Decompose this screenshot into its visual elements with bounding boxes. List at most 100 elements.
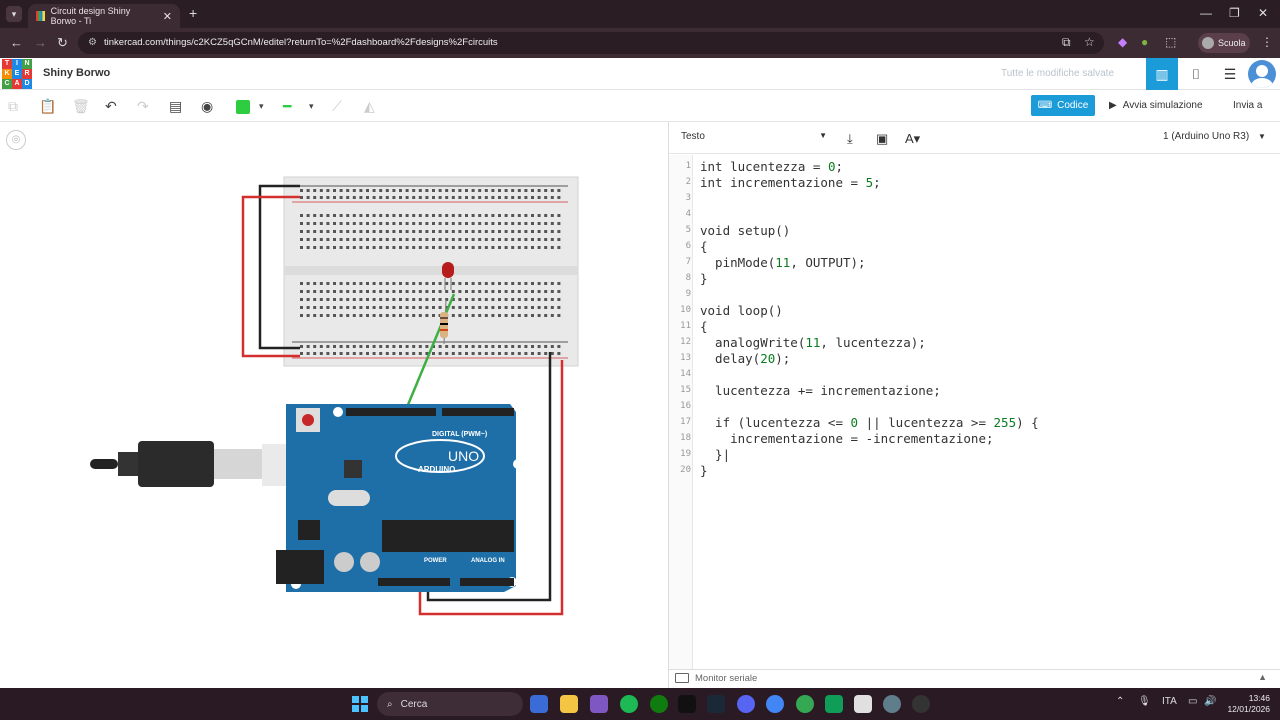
breadboard-hole[interactable] — [392, 352, 396, 355]
breadboard-hole[interactable] — [319, 298, 323, 301]
paint-icon[interactable] — [854, 695, 872, 713]
breadboard-hole[interactable] — [319, 345, 323, 348]
wire-type-caret-icon[interactable]: ▾ — [309, 101, 314, 111]
breadboard-hole[interactable] — [372, 306, 376, 309]
circuit-view-icon[interactable]: ▥ — [1146, 58, 1178, 90]
breadboard-hole[interactable] — [544, 230, 548, 233]
breadboard-hole[interactable] — [451, 238, 455, 241]
breadboard-hole[interactable] — [366, 290, 369, 293]
breadboard-hole[interactable] — [366, 214, 369, 217]
breadboard-hole[interactable] — [352, 230, 356, 233]
breadboard-hole[interactable] — [385, 189, 389, 192]
breadboard-hole[interactable] — [557, 246, 561, 249]
breadboard-hole[interactable] — [531, 352, 534, 355]
breadboard-hole[interactable] — [511, 214, 515, 217]
breadboard-hole[interactable] — [418, 246, 422, 249]
breadboard-hole[interactable] — [425, 230, 429, 233]
breadboard-hole[interactable] — [550, 290, 554, 293]
code-button[interactable]: ⌨ Codice — [1031, 95, 1095, 116]
breadboard-hole[interactable] — [524, 222, 528, 225]
breadboard-hole[interactable] — [392, 214, 396, 217]
breadboard-hole[interactable] — [418, 282, 422, 285]
breadboard-hole[interactable] — [405, 314, 409, 317]
breadboard-hole[interactable] — [511, 345, 515, 348]
breadboard-hole[interactable] — [366, 345, 369, 348]
breadboard-hole[interactable] — [306, 306, 310, 309]
breadboard-hole[interactable] — [379, 306, 383, 309]
breadboard-hole[interactable] — [531, 282, 534, 285]
breadboard-hole[interactable] — [438, 189, 442, 192]
breadboard-hole[interactable] — [478, 246, 482, 249]
breadboard-hole[interactable] — [333, 189, 336, 192]
breadboard-hole[interactable] — [339, 214, 343, 217]
breadboard-hole[interactable] — [306, 189, 310, 192]
breadboard-hole[interactable] — [544, 298, 548, 301]
breadboard-hole[interactable] — [399, 314, 402, 317]
breadboard-hole[interactable] — [359, 189, 363, 192]
breadboard-hole[interactable] — [451, 230, 455, 233]
breadboard-hole[interactable] — [313, 189, 317, 192]
breadboard-hole[interactable] — [484, 290, 488, 293]
breadboard-hole[interactable] — [418, 230, 422, 233]
breadboard-hole[interactable] — [405, 222, 409, 225]
breadboard-hole[interactable] — [399, 238, 402, 241]
breadboard-hole[interactable] — [352, 290, 356, 293]
breadboard-hole[interactable] — [471, 222, 475, 225]
breadboard-hole[interactable] — [319, 189, 323, 192]
breadboard-hole[interactable] — [458, 189, 462, 192]
breadboard-hole[interactable] — [405, 352, 409, 355]
breadboard-hole[interactable] — [557, 314, 561, 317]
breadboard-hole[interactable] — [418, 238, 422, 241]
breadboard-hole[interactable] — [392, 222, 396, 225]
breadboard-hole[interactable] — [504, 282, 508, 285]
breadboard-hole[interactable] — [478, 314, 482, 317]
steam-icon[interactable] — [707, 695, 725, 713]
red-wire-rail[interactable] — [241, 195, 300, 358]
breadboard-hole[interactable] — [372, 290, 376, 293]
breadboard-hole[interactable] — [471, 306, 475, 309]
breadboard-hole[interactable] — [300, 246, 303, 249]
breadboard-hole[interactable] — [313, 282, 317, 285]
bookmark-star-icon[interactable]: ☆ — [1084, 35, 1095, 49]
breadboard-hole[interactable] — [346, 298, 350, 301]
breadboard-hole[interactable] — [326, 345, 330, 348]
breadboard-hole[interactable] — [366, 222, 369, 225]
breadboard-hole[interactable] — [544, 352, 548, 355]
copy-icon[interactable]: ⧉ — [8, 98, 18, 114]
breadboard-hole[interactable] — [319, 314, 323, 317]
breadboard-hole[interactable] — [392, 314, 396, 317]
breadboard-hole[interactable] — [372, 189, 376, 192]
breadboard-hole[interactable] — [412, 230, 416, 233]
breadboard-hole[interactable] — [557, 189, 561, 192]
breadboard-hole[interactable] — [491, 314, 495, 317]
breadboard-hole[interactable] — [451, 298, 455, 301]
breadboard-hole[interactable] — [366, 306, 369, 309]
breadboard-hole[interactable] — [412, 306, 416, 309]
breadboard-hole[interactable] — [385, 352, 389, 355]
breadboard-hole[interactable] — [425, 314, 429, 317]
breadboard-hole[interactable] — [333, 345, 336, 348]
breadboard-hole[interactable] — [491, 290, 495, 293]
breadboard-hole[interactable] — [445, 189, 449, 192]
breadboard-hole[interactable] — [524, 314, 528, 317]
breadboard-hole[interactable] — [379, 214, 383, 217]
breadboard-hole[interactable] — [537, 298, 541, 301]
breadboard-hole[interactable] — [445, 238, 449, 241]
breadboard-hole[interactable] — [359, 246, 363, 249]
breadboard-hole[interactable] — [557, 230, 561, 233]
breadboard-hole[interactable] — [405, 189, 409, 192]
breadboard-hole[interactable] — [517, 196, 521, 199]
breadboard-hole[interactable] — [531, 314, 534, 317]
breadboard-hole[interactable] — [346, 282, 350, 285]
discord-icon[interactable] — [737, 695, 755, 713]
breadboard-hole[interactable] — [399, 214, 402, 217]
breadboard-hole[interactable] — [491, 352, 495, 355]
breadboard-hole[interactable] — [498, 345, 501, 348]
breadboard-hole[interactable] — [504, 238, 508, 241]
breadboard-hole[interactable] — [385, 238, 389, 241]
breadboard-hole[interactable] — [550, 306, 554, 309]
breadboard-hole[interactable] — [478, 282, 482, 285]
breadboard-hole[interactable] — [465, 290, 468, 293]
media-player-icon[interactable] — [912, 695, 930, 713]
breadboard-hole[interactable] — [524, 352, 528, 355]
